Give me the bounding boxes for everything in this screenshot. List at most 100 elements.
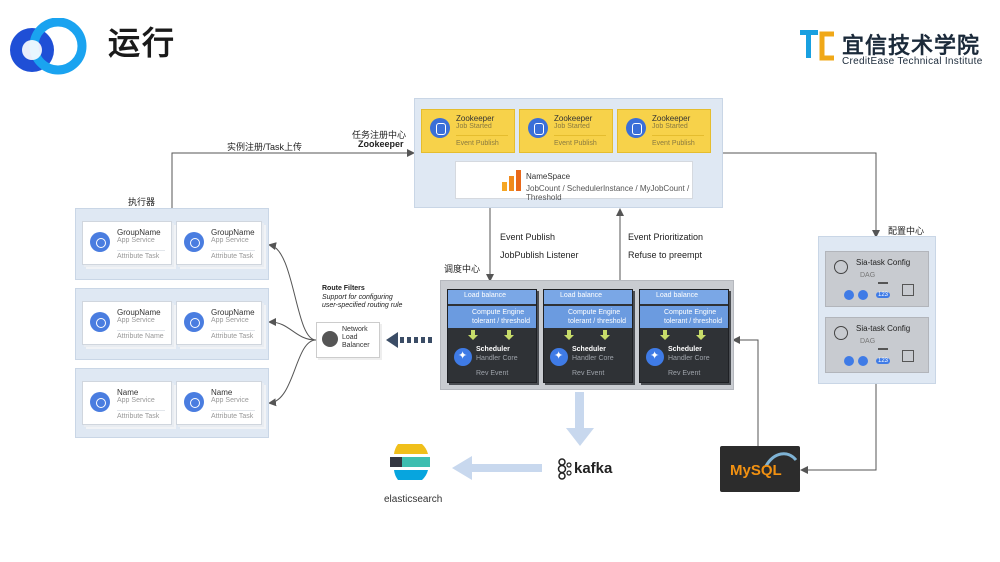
- nlb-icon: [322, 331, 338, 347]
- load-balance-label: Load balance: [560, 292, 603, 299]
- expand-icon: [902, 350, 914, 362]
- creditease-logo-icon: [800, 30, 834, 61]
- zookeeper-card: Zookeeper Job Started Event Publish: [519, 109, 613, 153]
- handler-core: Handler Core: [476, 355, 518, 362]
- zk-foot: Event Publish: [652, 140, 695, 147]
- config-to-mysql-arrow: [800, 382, 877, 474]
- elasticsearch-label: elasticsearch: [384, 494, 443, 505]
- handler-core: Handler Core: [572, 355, 614, 362]
- executor-group-panel: GroupName App Service Attribute Name Gro…: [75, 288, 269, 360]
- zk-sub: Job Started: [456, 123, 492, 130]
- rev-event: Rev Event: [476, 370, 509, 377]
- scheduler-icon: [550, 348, 568, 366]
- exec-foot: Attribute Task: [117, 253, 160, 260]
- tolerance-label: tolerant / threshold: [568, 318, 626, 325]
- nlb-line1: Network: [342, 326, 368, 333]
- share-icon: [834, 260, 848, 274]
- jobpublish-listener-label: JobPublish Listener: [500, 250, 579, 260]
- scheduler-card: Load balance Compute Engine tolerant / th…: [447, 289, 537, 383]
- brand-name-cn: 宜信技术学院: [842, 33, 981, 58]
- executor-card: Name App Service Attribute Task: [176, 381, 262, 425]
- route-filters-desc1: Support for configuring: [322, 294, 393, 301]
- tolerance-label: tolerant / threshold: [472, 318, 530, 325]
- kafka-icon: [557, 458, 572, 480]
- exec-name: Name: [211, 388, 233, 397]
- share-icon: [834, 326, 848, 340]
- executor-card: Name App Service Attribute Task: [82, 381, 172, 425]
- app-service-icon: [184, 312, 204, 332]
- bar-chart-icon: [502, 170, 521, 191]
- scheduler-card: Load balance Compute Engine tolerant / th…: [543, 289, 633, 383]
- zookeeper-icon: [626, 118, 646, 138]
- kafka-label: kafka: [574, 460, 613, 477]
- down-arrow-icon: [600, 330, 610, 340]
- exec-name: GroupName: [117, 228, 161, 237]
- executor-group-panel: GroupName App Service Attribute Task Gro…: [75, 208, 269, 280]
- zk-to-config-arrow: [722, 152, 880, 238]
- exec-foot: Attribute Name: [117, 333, 164, 340]
- app-service-icon: [184, 392, 204, 412]
- scheduler-panel: Load balance Compute Engine tolerant / th…: [440, 280, 734, 390]
- load-balance-label: Load balance: [464, 292, 507, 299]
- exec-sub: App Service: [117, 397, 155, 404]
- zk-foot: Event Publish: [554, 140, 597, 147]
- route-filters-title: Route Filters: [322, 285, 365, 292]
- namespace-card: NameSpace JobCount / SchedulerInstance /…: [455, 161, 693, 202]
- zookeeper-icon: [528, 118, 548, 138]
- exec-name: Name: [117, 388, 139, 397]
- refuse-preempt-label: Refuse to preempt: [628, 250, 703, 260]
- config-center-label: 配置中心: [888, 226, 925, 236]
- rev-event: Rev Event: [572, 370, 605, 377]
- exec-foot: Attribute Task: [211, 253, 254, 260]
- page-title: 运行: [108, 25, 177, 61]
- app-service-icon: [184, 232, 204, 252]
- instance-register-label: 实例注册/Task上传: [227, 142, 303, 152]
- down-arrow-icon: [504, 330, 514, 340]
- scheduler-icon: [454, 348, 472, 366]
- app-service-icon: [90, 392, 110, 412]
- down-arrow-icon: [660, 330, 670, 340]
- config-card: Sia-task Config DAG 123: [825, 251, 929, 307]
- exec-name: GroupName: [117, 308, 161, 317]
- exec-sub: App Service: [117, 317, 155, 324]
- executor-group-panel: Name App Service Attribute Task Name App…: [75, 368, 269, 438]
- node-badge-icon: [858, 290, 868, 300]
- event-prioritization-label: Event Prioritization: [628, 232, 704, 242]
- brand-logo-circles-icon: [10, 18, 87, 75]
- exec-sub: App Service: [117, 237, 155, 244]
- node-badge-icon: [858, 356, 868, 366]
- nlb-line3: Balancer: [342, 342, 370, 349]
- register-arrow: [171, 149, 415, 208]
- network-load-balancer: Network Load Balancer: [316, 322, 380, 358]
- exec-foot: Attribute Task: [117, 413, 160, 420]
- executor-card: GroupName App Service Attribute Task: [82, 221, 172, 265]
- exec-name: GroupName: [211, 228, 255, 237]
- zookeeper-card: Zookeeper Job Started Event Publish: [421, 109, 515, 153]
- compute-engine-label: Compute Engine: [472, 309, 525, 316]
- exec-sub: App Service: [211, 397, 249, 404]
- zookeeper-icon: [430, 118, 450, 138]
- config-title: Sia-task Config: [856, 258, 911, 267]
- brand-name-en: CreditEase Technical Institute: [842, 56, 983, 67]
- executor-card: GroupName App Service Attribute Task: [176, 221, 262, 265]
- node-badge-icon: [844, 290, 854, 300]
- executor-card: GroupName App Service Attribute Task: [176, 301, 262, 345]
- zk-name: Zookeeper: [652, 114, 691, 123]
- node-badge-icon: [844, 356, 854, 366]
- registry-center-label: 任务注册中心: [352, 130, 407, 140]
- mysql-to-scheduler-arrow: [732, 336, 759, 446]
- compute-engine-label: Compute Engine: [568, 309, 621, 316]
- dag-label: DAG: [860, 272, 876, 279]
- config-title: Sia-task Config: [856, 324, 911, 333]
- zk-name: Zookeeper: [456, 114, 495, 123]
- exec-sub: App Service: [211, 317, 249, 324]
- exec-foot: Attribute Task: [211, 333, 254, 340]
- tolerance-label: tolerant / threshold: [664, 318, 722, 325]
- count-badge: 123: [876, 292, 891, 298]
- compute-engine-label: Compute Engine: [664, 309, 717, 316]
- namespace-desc: JobCount / SchedulerInstance / MyJobCoun…: [526, 184, 690, 202]
- config-center-panel: Sia-task Config DAG 123 Sia-task Config …: [818, 236, 936, 384]
- count-badge: 123: [876, 358, 891, 364]
